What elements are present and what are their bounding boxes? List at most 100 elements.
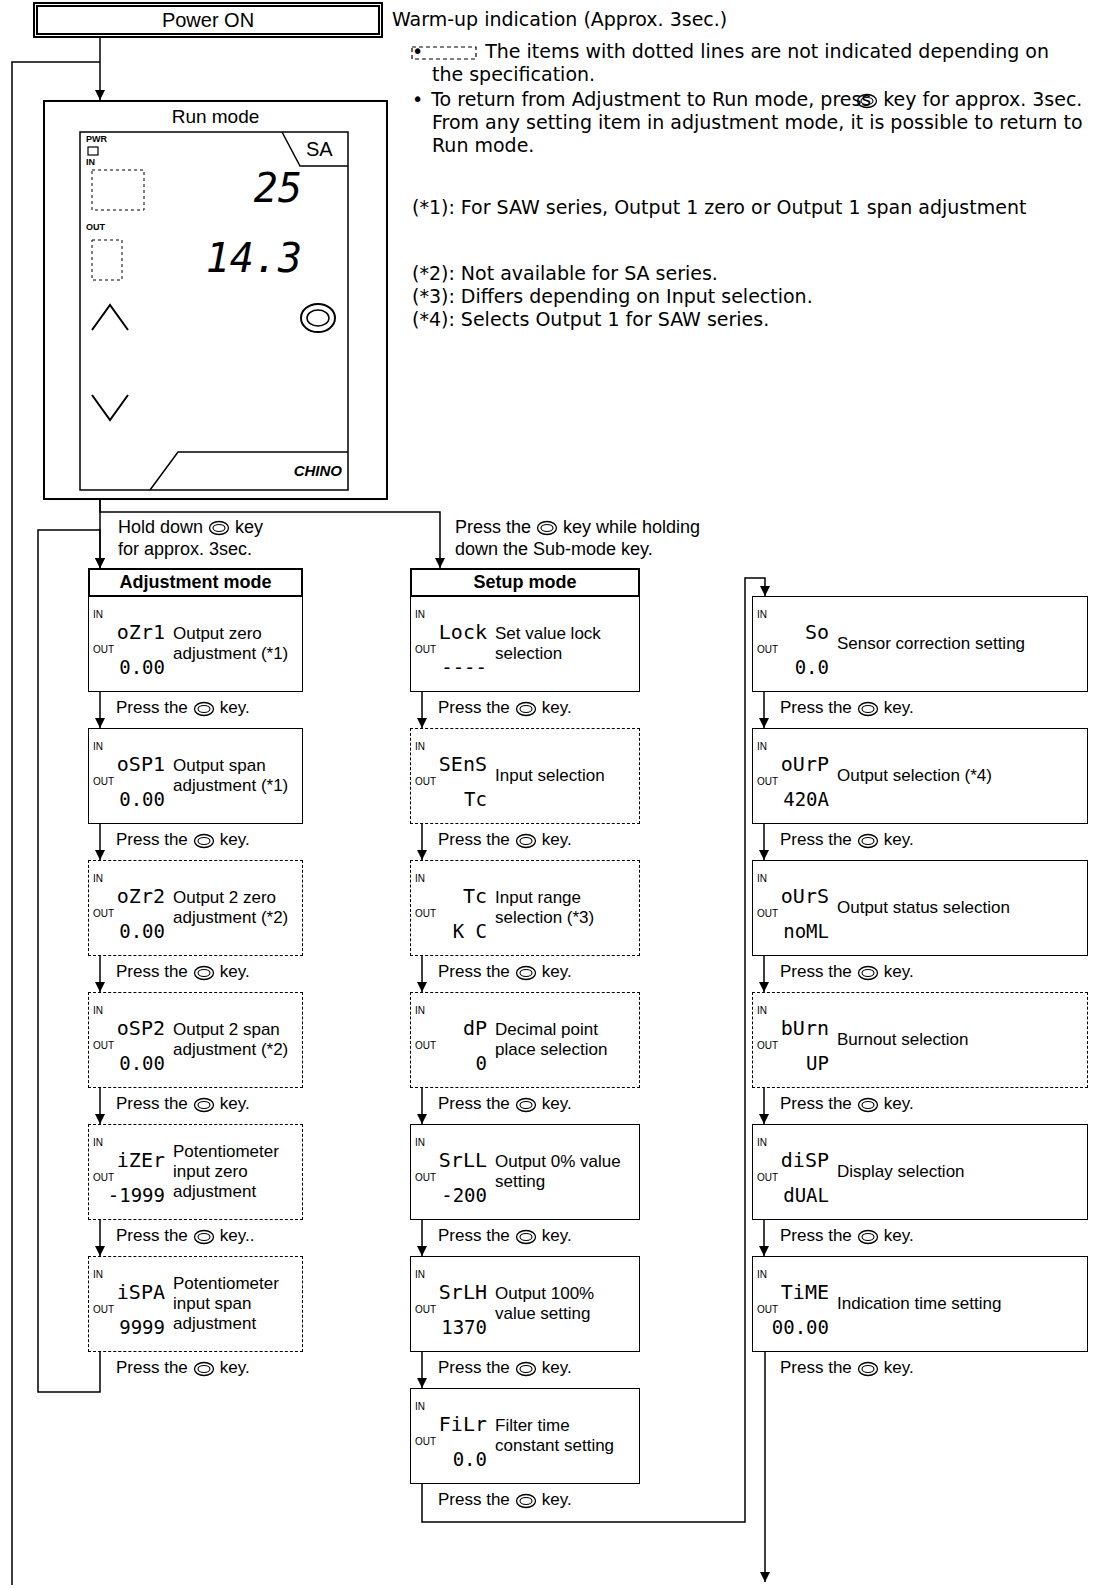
item-description: Sensor correction setting xyxy=(833,630,1087,658)
indicator-label: IN xyxy=(757,1269,829,1280)
display-code: iSPA xyxy=(93,1280,165,1304)
display-code: SrLL xyxy=(415,1148,487,1172)
label-text: Hold down xyxy=(118,517,203,537)
flow-arrow xyxy=(38,530,100,1392)
flow-arrow xyxy=(421,692,423,728)
indicator-label: IN xyxy=(757,1137,829,1148)
mode-header: Adjustment mode xyxy=(88,568,303,597)
setting-item-box: INFiLrOUT0.0Filter time constant setting xyxy=(410,1388,640,1484)
indicator-label: IN xyxy=(415,1137,487,1148)
indicator-label: OUT xyxy=(93,1172,165,1183)
setting-item-box: INoZr1OUT0.00Output zero adjustment (*1) xyxy=(88,596,303,692)
label-text: Press the xyxy=(438,830,510,849)
indicator-label: IN xyxy=(757,1005,829,1016)
indicator-label: OUT xyxy=(415,1436,487,1447)
indicator-label: OUT xyxy=(93,1040,165,1051)
key-icon xyxy=(193,1361,215,1377)
label-text: key. xyxy=(884,962,914,981)
label-text: key. xyxy=(542,962,572,981)
setting-item-box: INoUrPOUT420AOutput selection (*4) xyxy=(752,728,1088,824)
pwr-lamp xyxy=(88,147,98,155)
flow-arrow xyxy=(763,692,765,728)
indicator-label: IN xyxy=(415,873,487,884)
key-icon xyxy=(193,1097,215,1113)
item-description: Display selection xyxy=(833,1158,1087,1186)
flow-arrow xyxy=(763,956,765,992)
display-panel: INiSPAOUT9999 xyxy=(89,1267,169,1341)
display-code: oUrP xyxy=(757,752,829,776)
label-text: Press the xyxy=(116,1094,188,1113)
item-description: Set value lock selection xyxy=(491,620,639,668)
label-text: To return from Adjustment to Run mode, p… xyxy=(431,88,871,110)
display-code: Lock xyxy=(415,620,487,644)
label-text: key. xyxy=(542,1358,572,1377)
label-text: key. xyxy=(542,1094,572,1113)
flow-arrow xyxy=(421,1088,423,1124)
label-text: Press the xyxy=(116,1358,188,1377)
item-description: Output 100% value setting xyxy=(491,1280,639,1328)
label-text: Press the xyxy=(438,1490,510,1509)
display-value: 0.0 xyxy=(415,1447,487,1471)
flow-arrow xyxy=(100,500,440,568)
item-description: Output 2 zero adjustment (*2) xyxy=(169,884,302,932)
key-icon xyxy=(857,701,879,717)
display-code: FiLr xyxy=(415,1412,487,1436)
label-text: • xyxy=(412,88,423,110)
display-panel: INdPOUT0 xyxy=(411,1003,491,1077)
item-description: Output zero adjustment (*1) xyxy=(169,620,302,668)
step-instruction: Press thekey. xyxy=(780,1357,950,1379)
label-text: Press the xyxy=(780,698,852,717)
setting-item-box: INbUrnOUTUPBurnout selection xyxy=(752,992,1088,1088)
setting-item-box: INoSP1OUT0.00Output span adjustment (*1) xyxy=(88,728,303,824)
indicator-label: IN xyxy=(93,1137,165,1148)
display-value: -1999 xyxy=(93,1183,165,1207)
flow-arrow xyxy=(99,1220,101,1256)
label-text: key. xyxy=(884,698,914,717)
flow-arrow xyxy=(763,1088,765,1124)
display-panel: INTcOUTK C xyxy=(411,871,491,945)
flow-arrow xyxy=(99,1088,101,1124)
display-panel: INbUrnOUTUP xyxy=(753,1003,833,1077)
branch-instruction: Hold downkey for approx. 3sec. xyxy=(118,516,283,560)
display-value: 0 xyxy=(415,1051,487,1075)
display-value: 9999 xyxy=(93,1315,165,1339)
setting-item-box: INSEnSOUTTcInput selection xyxy=(410,728,640,824)
display-code: bUrn xyxy=(757,1016,829,1040)
indicator-label: OUT xyxy=(415,908,487,919)
key-icon xyxy=(515,1229,537,1245)
display-code: TiME xyxy=(757,1280,829,1304)
key-icon xyxy=(857,1097,879,1113)
setting-item-box: INSoOUT0.0Sensor correction setting xyxy=(752,596,1088,692)
label-text: key. xyxy=(220,830,250,849)
key-icon xyxy=(857,1361,879,1377)
display-code: dP xyxy=(415,1016,487,1040)
label-text: Press the xyxy=(780,962,852,981)
item-description: Output status selection xyxy=(833,894,1087,922)
setting-item-box: INLockOUT----Set value lock selection xyxy=(410,596,640,692)
indicator-label: IN xyxy=(757,741,829,752)
item-description: Burnout selection xyxy=(833,1026,1087,1054)
display-panel: INoSP2OUT0.00 xyxy=(89,1003,169,1077)
display-value: noML xyxy=(757,919,829,943)
label-text: Press the xyxy=(116,1226,188,1245)
indicator-label: OUT xyxy=(415,1172,487,1183)
label-text: Press the xyxy=(438,962,510,981)
flow-arrow xyxy=(421,1352,423,1388)
continue-arrow xyxy=(764,1352,766,1582)
display-reading: 25 xyxy=(150,166,302,210)
display-code: oZr1 xyxy=(93,620,165,644)
label-text: (*1): For SAW series, Output 1 zero or O… xyxy=(412,196,1026,218)
device-body xyxy=(80,132,348,490)
indicator-label: OUT xyxy=(757,1172,829,1183)
setting-item-box: INTiMEOUT00.00Indication time setting xyxy=(752,1256,1088,1352)
indicator-label: OUT xyxy=(415,644,487,655)
display-code: iZEr xyxy=(93,1148,165,1172)
box-label: Adjustment mode xyxy=(119,572,271,593)
indicator-label: OUT xyxy=(93,1304,165,1315)
indicator-label: IN xyxy=(415,741,487,752)
display-code: oUrS xyxy=(757,884,829,908)
label-text: SA xyxy=(306,138,333,160)
box-label: Power ON xyxy=(162,9,254,32)
display-value: 0.00 xyxy=(93,1051,165,1075)
